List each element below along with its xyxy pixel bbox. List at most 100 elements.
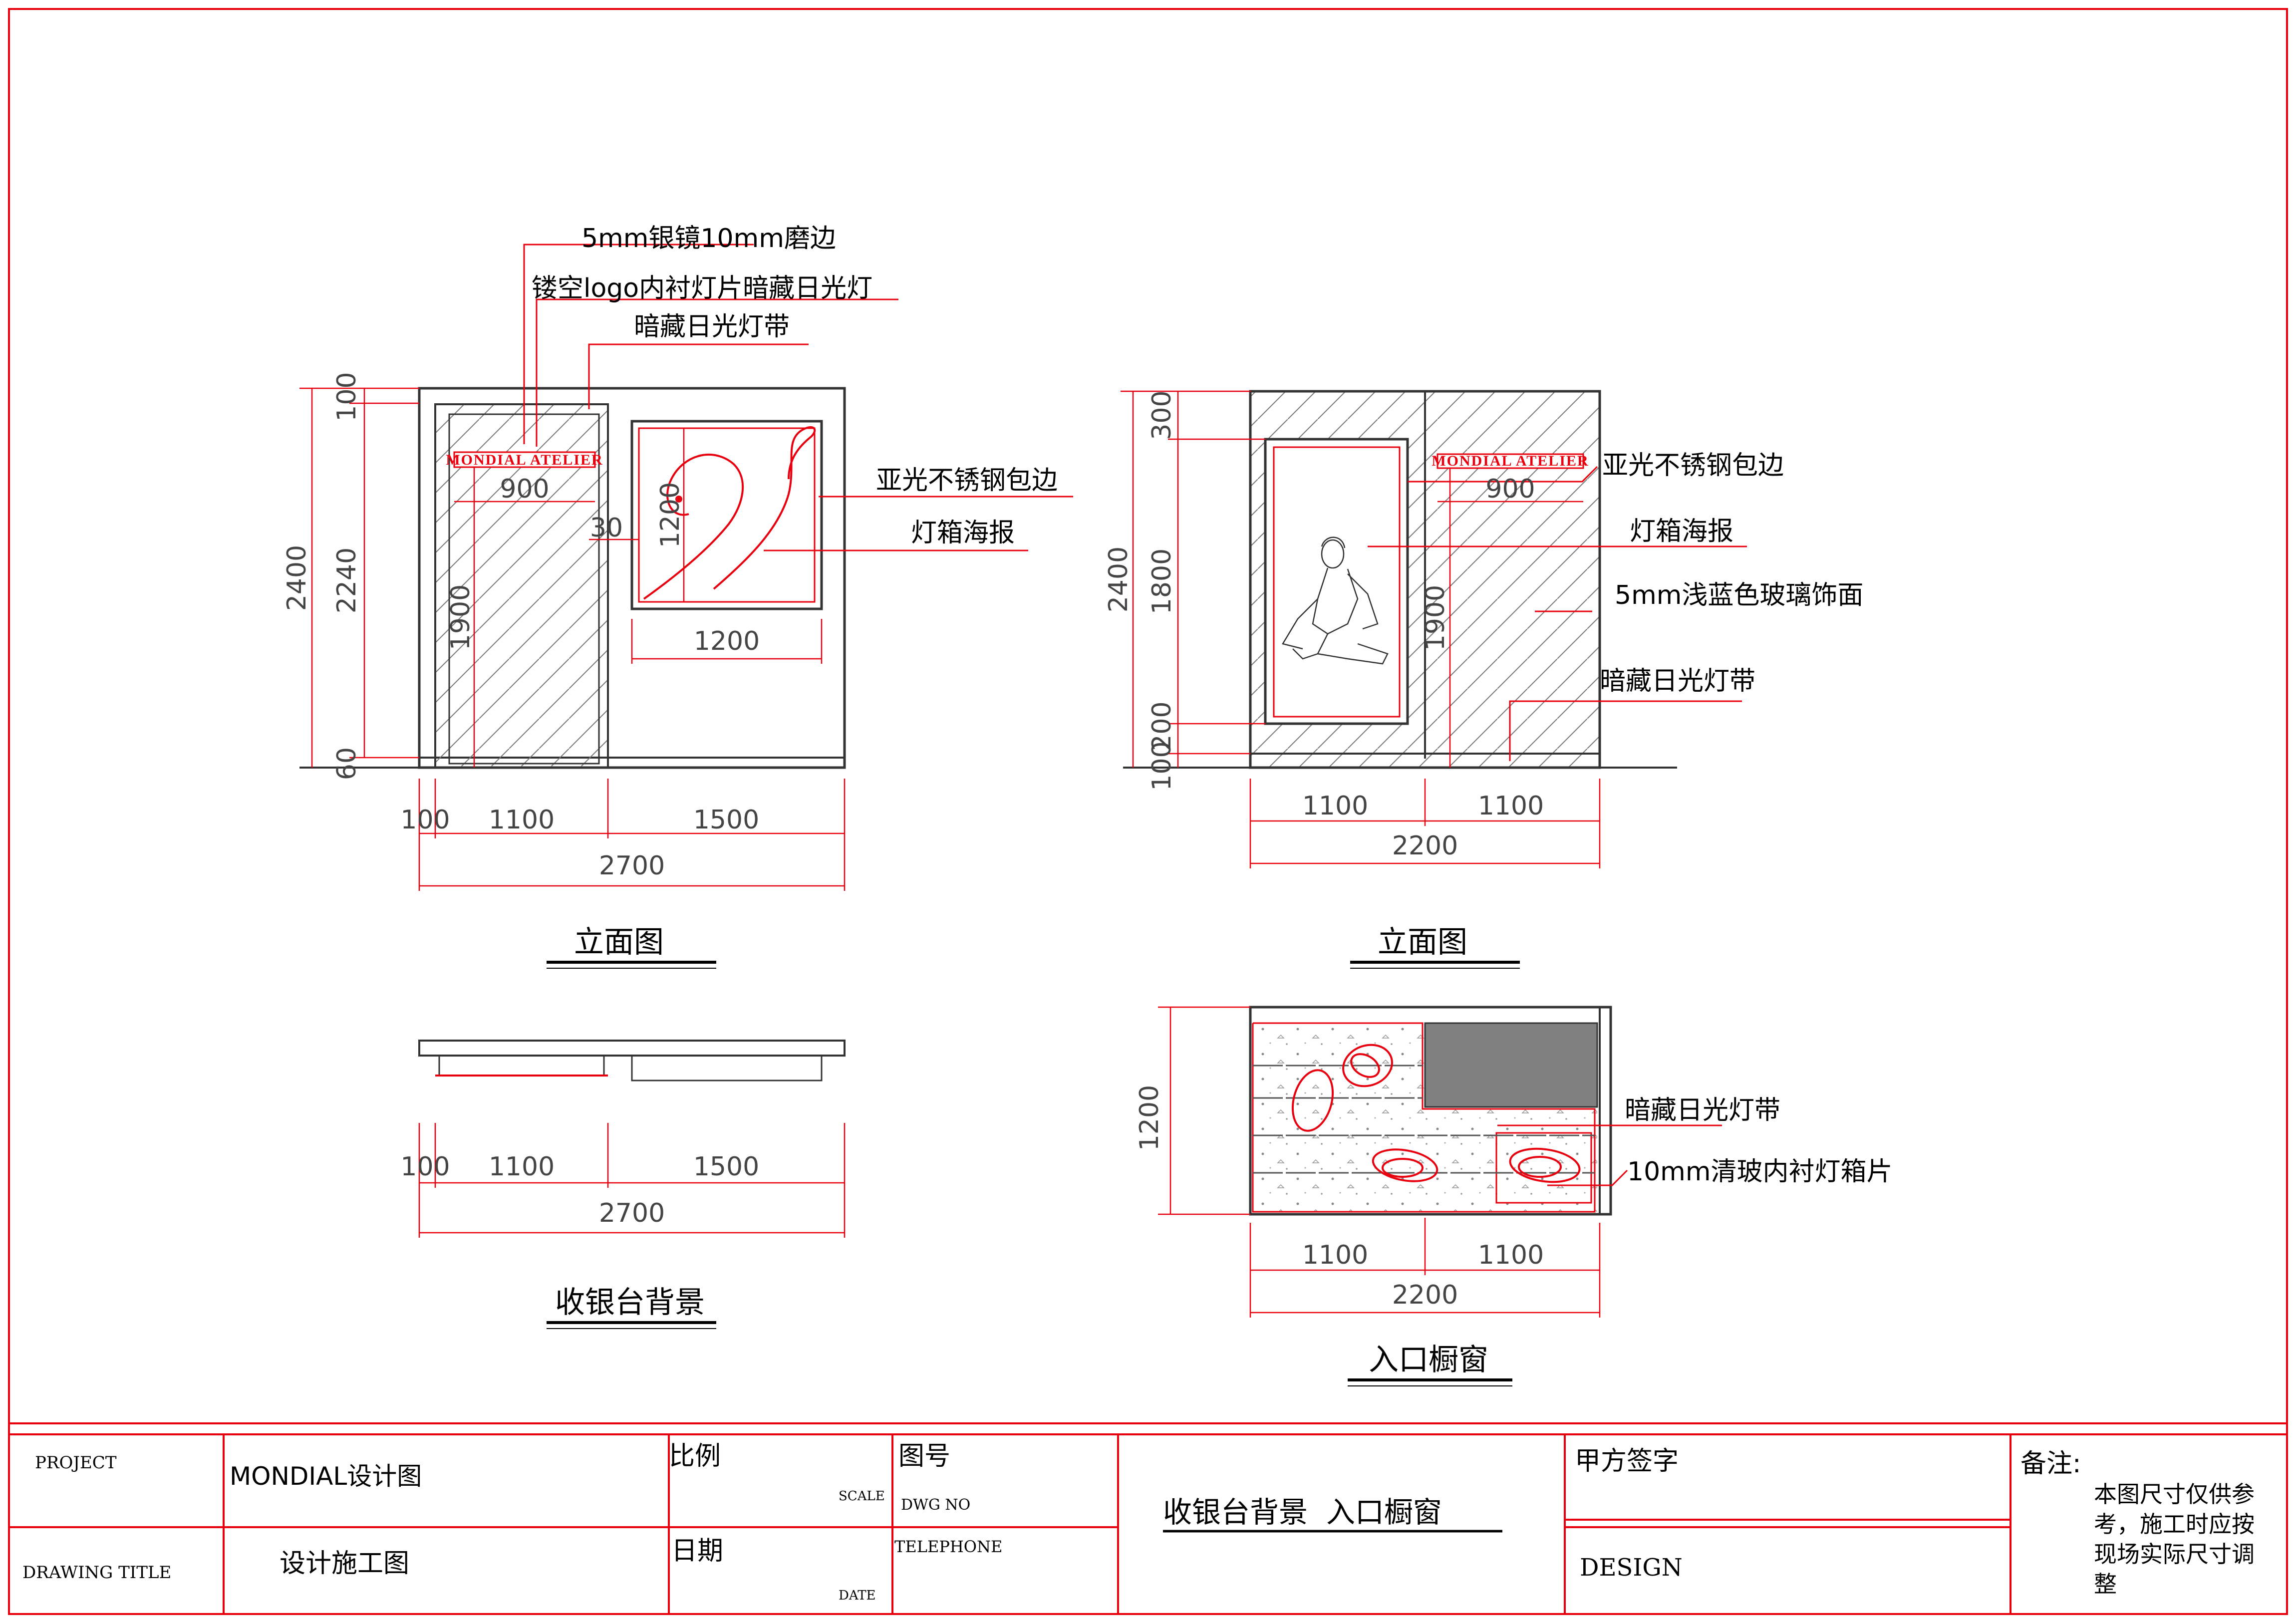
tb-dwg-en: DWG NO — [901, 1496, 970, 1514]
plan-scribbles — [1291, 1044, 1581, 1183]
dim-left-1200v: 1200 — [655, 482, 685, 548]
right-vertical-dims — [1121, 390, 1583, 768]
tb-design: DESIGN — [1580, 1554, 1683, 1582]
dim-left-30: 30 — [590, 513, 623, 543]
right-poster-inner — [1273, 446, 1401, 718]
tb-scale-en: SCALE — [839, 1489, 885, 1504]
tb-drawing-title-label: DRAWING TITLE — [22, 1563, 171, 1583]
tb-remarks-line-4: 整 — [2094, 1571, 2117, 1598]
right-plan: 1200 1100 1100 2200 暗藏日光灯带 10mm清玻内衬灯箱片 入… — [1135, 1006, 1892, 1386]
dim-left-60: 60 — [332, 747, 362, 780]
left-plan-counter — [418, 1040, 846, 1057]
tb-dwg-cn: 图号 — [898, 1441, 950, 1471]
tb-scale-cn: 比例 — [669, 1441, 721, 1471]
dim-rp-1100a: 1100 — [1302, 1240, 1368, 1270]
label-poster-right: 灯箱海报 — [1630, 517, 1733, 546]
tb-telephone: TELEPHONE — [894, 1537, 1002, 1556]
dim-rb-2200: 2200 — [1392, 831, 1458, 861]
tb-date-cn: 日期 — [671, 1536, 723, 1566]
dim-right-100: 100 — [1147, 741, 1177, 791]
logo-text-left: MONDIAL ATELIER — [446, 452, 603, 468]
logo-strip — [453, 451, 596, 468]
label-blue-glass: 5mm浅蓝色玻璃饰面 — [1615, 580, 1863, 610]
dim-lb-2700: 2700 — [599, 851, 665, 881]
dim-left-1200h: 1200 — [694, 626, 760, 656]
tb-remarks-line-1: 本图尺寸仅供参 — [2094, 1481, 2255, 1508]
dim-lp-1500: 1500 — [693, 1152, 759, 1182]
dim-right-900: 900 — [1485, 474, 1535, 504]
tb-remarks-line-3: 现场实际尺寸调 — [2094, 1541, 2255, 1568]
dim-left-1900: 1900 — [446, 584, 476, 650]
label-plan-glass: 10mm清玻内衬灯箱片 — [1627, 1157, 1892, 1187]
dim-rb-1100b: 1100 — [1478, 791, 1544, 821]
leader-logo — [536, 298, 898, 447]
dim-right-2400: 2400 — [1104, 546, 1134, 612]
left-plan-dims — [418, 1123, 846, 1238]
label-poster-left: 灯箱海报 — [911, 518, 1015, 548]
dim-right-300: 300 — [1147, 390, 1177, 440]
poster-graphic — [643, 426, 816, 600]
left-elevation: MONDIAL ATELIER 2400 2240 100 60 1900 12… — [282, 224, 1073, 969]
right-poster-frame — [1264, 438, 1409, 725]
label-led-strip-right: 暗藏日光灯带 — [1600, 666, 1755, 696]
title-entrance-window: 入口橱窗 — [1369, 1343, 1488, 1377]
plan-shelf-lines — [1253, 1065, 1595, 1174]
right-bottom-dims — [1249, 779, 1601, 868]
dim-rb-1100a: 1100 — [1302, 791, 1368, 821]
left-inner-dims — [454, 501, 823, 664]
title-left-elevation: 立面图 — [574, 925, 664, 960]
tb-date-en: DATE — [839, 1588, 876, 1603]
title-block — [8, 1433, 2288, 1615]
right-plan-outline — [1249, 1006, 1612, 1216]
dim-right-1800: 1800 — [1147, 548, 1177, 614]
leader-right-steel — [1408, 466, 1598, 483]
dim-lb-100: 100 — [400, 805, 450, 835]
label-plan-led: 暗藏日光灯带 — [1625, 1095, 1780, 1125]
dim-rp-1100b: 1100 — [1478, 1240, 1544, 1270]
label-logo-lightbox: 镂空logo内衬灯片暗藏日光灯 — [532, 273, 872, 303]
dim-rp-2200: 2200 — [1392, 1280, 1458, 1310]
title-cashier-background: 收银台背景 — [555, 1285, 705, 1320]
tb-drawing-title-value: 设计施工图 — [280, 1549, 409, 1579]
left-vertical-dims — [299, 387, 685, 768]
poster-figure-sketch — [1282, 537, 1389, 665]
sheet-outer-border — [8, 8, 2288, 1615]
tb-sheet-title: 收银台背景 入口橱窗 — [1163, 1495, 1442, 1529]
label-steel-edge-right: 亚光不锈钢包边 — [1602, 451, 1784, 481]
tb-remarks-label: 备注: — [2020, 1449, 2081, 1479]
label-mirror: 5mm银镜10mm磨边 — [581, 224, 836, 254]
leader-led — [588, 343, 809, 409]
dim-left-2240: 2240 — [332, 547, 362, 613]
lightbox-inner — [638, 427, 816, 603]
logo-text-right: MONDIAL ATELIER — [1432, 453, 1589, 469]
label-led-strip-left: 暗藏日光灯带 — [634, 312, 790, 342]
tb-remarks-line-2: 考，施工时应按 — [2094, 1511, 2255, 1538]
leader-plan-glass — [1547, 1169, 1628, 1186]
dim-lp-2700: 2700 — [599, 1198, 665, 1228]
tb-client-sign: 甲方签字 — [1575, 1446, 1679, 1476]
tb-project-value: MONDIAL设计图 — [230, 1462, 422, 1491]
leader-mirror — [523, 244, 754, 444]
leader-right-led — [1509, 700, 1742, 761]
dim-left-2400: 2400 — [282, 545, 312, 611]
tb-project-label: PROJECT — [35, 1453, 117, 1473]
right-plan-red-outline — [1252, 1022, 1596, 1213]
dim-lp-1100: 1100 — [489, 1152, 555, 1182]
dim-lb-1500: 1500 — [693, 805, 759, 835]
right-elevation: MONDIAL ATELIER 2400 300 1800 200 100 19… — [1104, 390, 1863, 969]
right-plan-dims — [1158, 1006, 1601, 1318]
poster-dot — [675, 496, 682, 503]
left-bottom-dims — [418, 779, 846, 891]
dim-left-900: 900 — [500, 474, 549, 504]
dim-lb-1100: 1100 — [489, 805, 555, 835]
lightbox-frame — [630, 420, 823, 610]
dim-rp-1200: 1200 — [1135, 1085, 1164, 1151]
label-steel-edge-left: 亚光不锈钢包边 — [876, 466, 1058, 496]
dim-right-1900: 1900 — [1421, 585, 1450, 651]
title-right-elevation: 立面图 — [1378, 925, 1467, 960]
dim-left-100: 100 — [332, 372, 362, 421]
right-plan-grey-block — [1424, 1022, 1598, 1108]
dim-right-200: 200 — [1147, 701, 1177, 751]
left-plan: 100 1100 1500 2700 收银台背景 — [400, 1040, 846, 1329]
